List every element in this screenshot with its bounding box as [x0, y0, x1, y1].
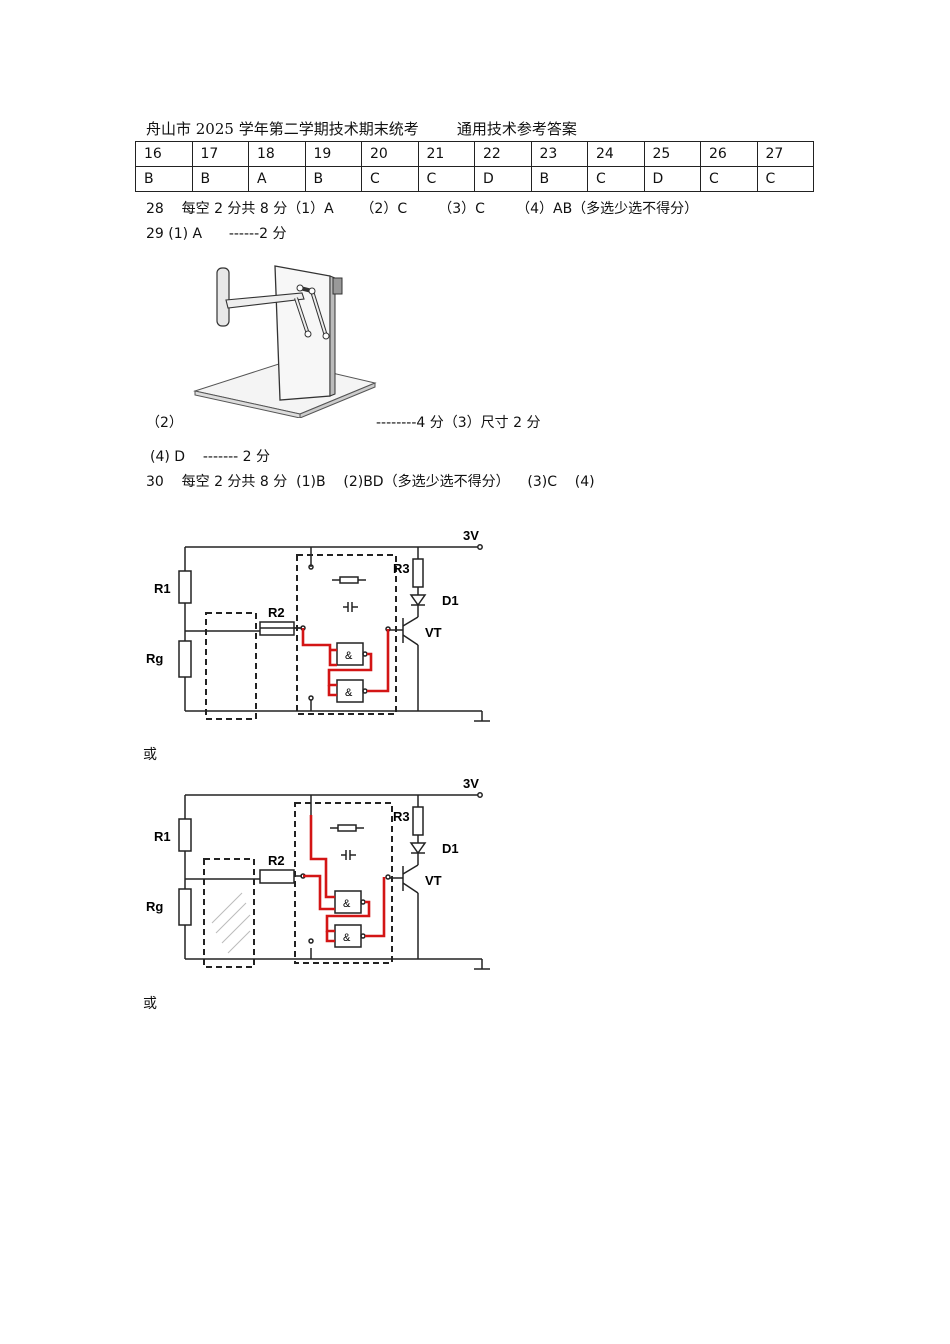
answer-cell: B: [191, 166, 249, 192]
answer-cell: C: [700, 166, 758, 192]
label-vt: VT: [425, 873, 442, 888]
q29-4-answer: (4) D ------- 2 分: [150, 449, 271, 465]
gate-symbol: &: [343, 898, 351, 910]
label-vt: VT: [425, 625, 442, 640]
label-r3: R3: [393, 809, 410, 824]
question-number: 17: [191, 141, 249, 167]
or-label-2: 或: [143, 996, 157, 1012]
answer-cell: C: [417, 166, 475, 192]
question-number: 21: [417, 141, 475, 167]
answer-cell: A: [248, 166, 306, 192]
answer-cell: C: [361, 166, 419, 192]
answer-cell: D: [474, 166, 532, 192]
page-title: 舟山市 2025 学年第二学期技术期末统考 通用技术参考答案: [146, 120, 577, 138]
table-row-numbers: 16 17 18 19 20 21 22 23 24 25 26 27: [135, 141, 814, 167]
label-supply: 3V: [463, 776, 479, 791]
gate-symbol: &: [345, 650, 353, 662]
label-r1: R1: [154, 581, 171, 596]
q30-answer: 30 每空 2 分共 8 分 (1)B (2)BD（多选少选不得分） (3)C …: [146, 474, 595, 490]
answer-cell: B: [304, 166, 362, 192]
question-number: 26: [700, 141, 758, 167]
question-number: 16: [135, 141, 193, 167]
question-number: 19: [304, 141, 362, 167]
circuit-diagram-1: 3V R1 Rg R2 R3 D1 VT & &: [146, 528, 490, 722]
label-r2: R2: [268, 853, 285, 868]
answer-cell: C: [756, 166, 814, 192]
label-r1: R1: [154, 829, 171, 844]
gate-symbol: &: [345, 687, 353, 699]
question-number: 27: [756, 141, 814, 167]
label-d1: D1: [442, 593, 459, 608]
table-row-answers: B B A B C C D B C D C C: [135, 166, 814, 192]
label-d1: D1: [442, 841, 459, 856]
question-number: 25: [643, 141, 701, 167]
label-supply: 3V: [463, 528, 479, 543]
label-r3: R3: [393, 561, 410, 576]
circuit-diagram-2: 3V R1 Rg R2 R3 D1 VT & &: [146, 776, 490, 970]
stand-mechanism-drawing: [193, 265, 377, 418]
gate-symbol: &: [343, 932, 351, 944]
label-r2: R2: [268, 605, 285, 620]
answer-table: 16 17 18 19 20 21 22 23 24 25 26 27 B B …: [135, 141, 814, 192]
label-rg: Rg: [146, 651, 163, 666]
question-number: 18: [248, 141, 306, 167]
answer-cell: D: [643, 166, 701, 192]
answer-cell: C: [587, 166, 645, 192]
or-label-1: 或: [143, 747, 157, 763]
question-number: 24: [587, 141, 645, 167]
answer-cell: B: [530, 166, 588, 192]
q29-1-answer: 29 (1) A ------2 分: [146, 226, 287, 242]
q29-2-label: （2）: [146, 415, 183, 431]
label-rg: Rg: [146, 899, 163, 914]
question-number: 20: [361, 141, 419, 167]
answer-cell: B: [135, 166, 193, 192]
question-number: 22: [474, 141, 532, 167]
question-number: 23: [530, 141, 588, 167]
q28-answer: 28 每空 2 分共 8 分（1）A （2）C （3）C （4）AB（多选少选不…: [146, 201, 699, 217]
q29-2-score: --------4 分（3）尺寸 2 分: [376, 415, 541, 431]
